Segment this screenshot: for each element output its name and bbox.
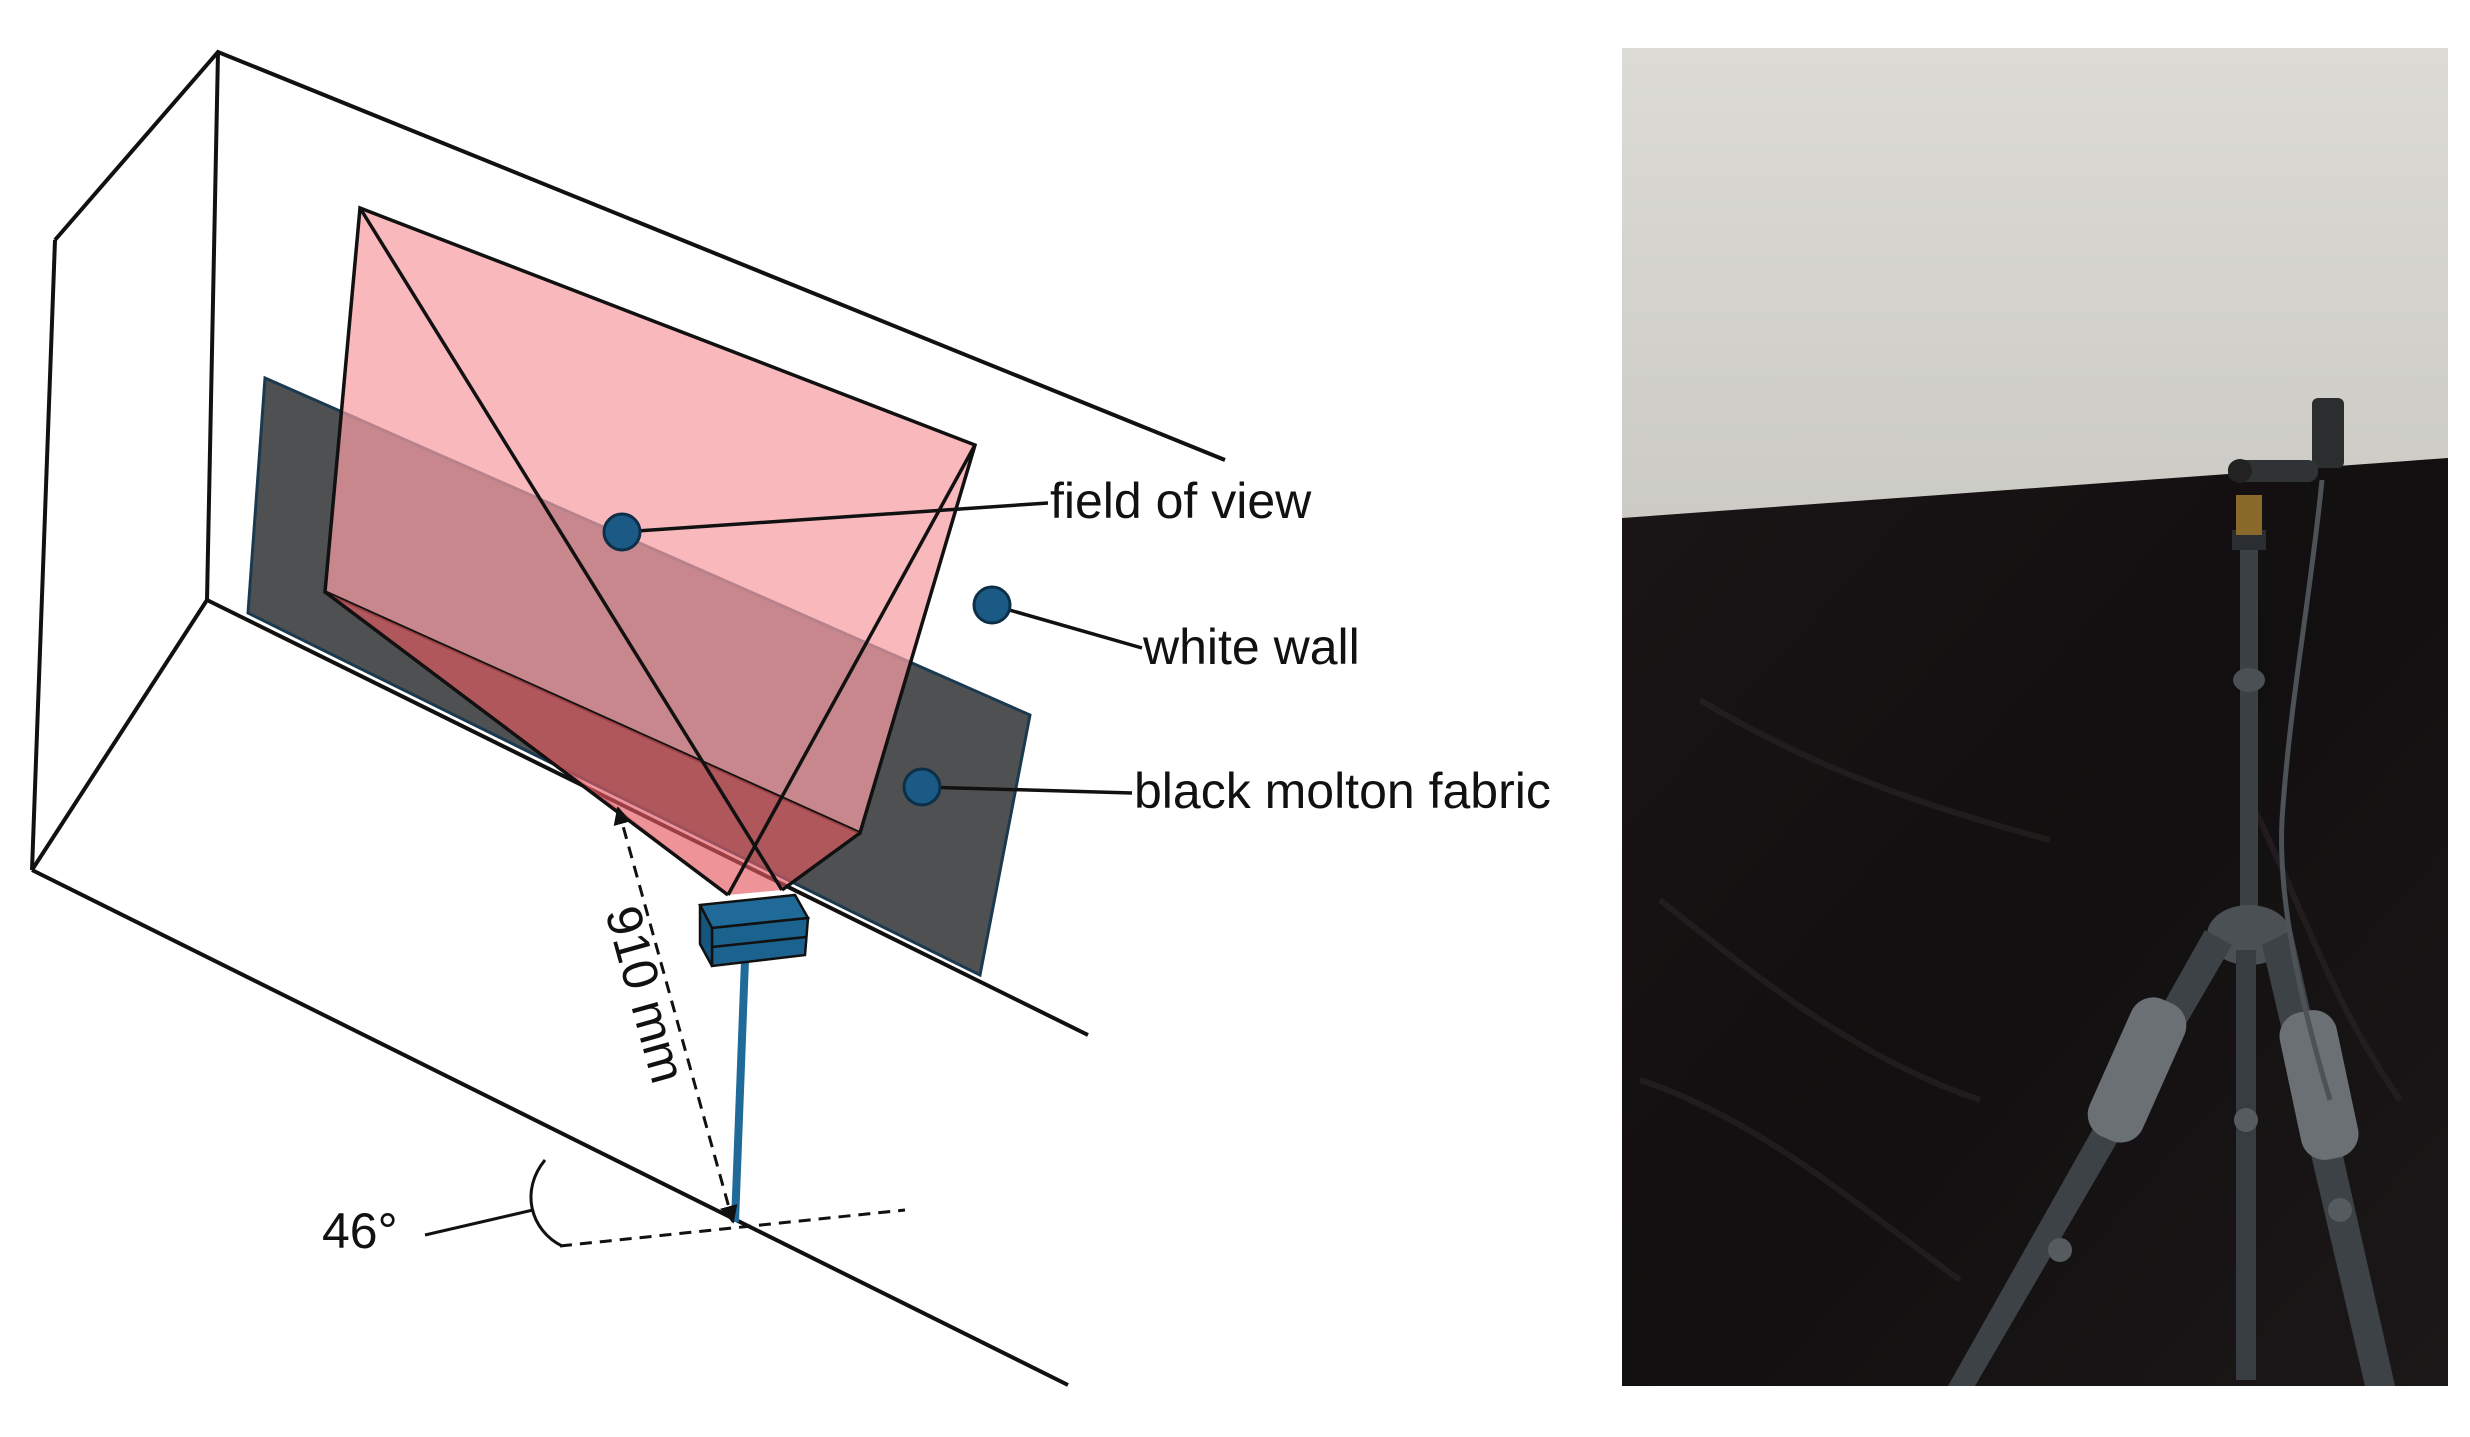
callout-white-wall: white wall [972,585,1360,675]
photo-tripod [1948,495,2395,1386]
angle-label: 46° [322,1203,398,1259]
callout-black-molton-fabric: black molton fabric [902,763,1551,819]
field-of-view-label: field of view [1050,473,1312,529]
black-molton-fabric-label: black molton fabric [1134,763,1551,819]
field-of-view-marker [602,512,642,552]
distance-label: 910 mm [594,900,696,1089]
setup-photo [1622,48,2448,1386]
camera-stand-pole [731,959,749,1223]
callout-field-of-view: field of view [602,473,1312,552]
setup-schematic: 910 mm 46° field of view white wall blac… [30,49,1551,1387]
camera-device [698,893,811,1223]
white-wall-label: white wall [1142,619,1360,675]
photo-camera [2228,398,2344,1101]
white-wall-marker [972,585,1012,625]
black-molton-fabric-marker [902,767,942,807]
angle-indicator [424,1159,906,1248]
